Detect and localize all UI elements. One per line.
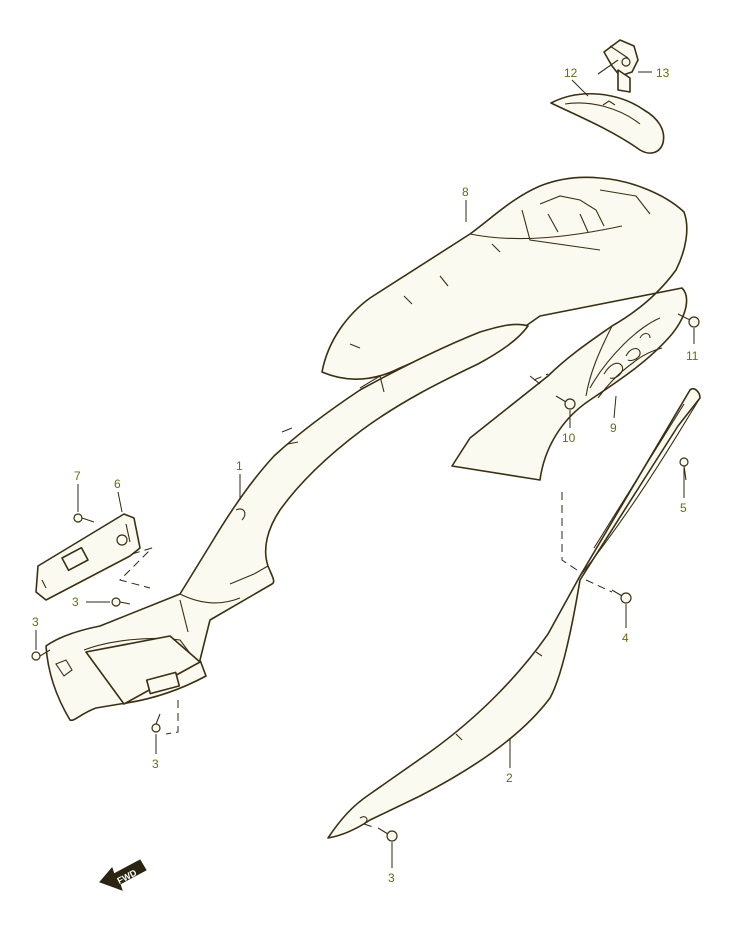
part-12-seat-pad xyxy=(550,93,665,154)
callout-3a: 3 xyxy=(72,595,79,609)
screw-3b xyxy=(31,649,51,661)
callout-2: 2 xyxy=(506,771,513,785)
screw-4 xyxy=(611,589,632,604)
callout-3b: 3 xyxy=(32,615,39,629)
forward-arrow-icon: FWD xyxy=(99,859,147,891)
screw-3a xyxy=(111,597,131,607)
callout-1: 1 xyxy=(236,459,243,473)
callout-13: 13 xyxy=(656,66,670,80)
callout-3d: 3 xyxy=(388,871,395,885)
screw-7 xyxy=(73,513,95,523)
callout-4: 4 xyxy=(622,631,629,645)
callout-10: 10 xyxy=(562,431,576,445)
callout-6: 6 xyxy=(114,477,121,491)
screw-11 xyxy=(677,313,700,328)
callout-labels: 13 12 8 11 10 9 5 4 1 7 6 3 3 3 2 3 xyxy=(32,66,699,885)
callout-5: 5 xyxy=(680,501,687,515)
callout-11: 11 xyxy=(686,349,699,363)
alignment-dashes xyxy=(119,373,613,829)
screw-3d xyxy=(377,827,398,842)
leader-lines xyxy=(35,71,695,868)
callout-3c: 3 xyxy=(152,757,159,771)
callout-12: 12 xyxy=(564,66,578,80)
callout-8: 8 xyxy=(462,185,469,199)
callout-9: 9 xyxy=(610,421,617,435)
callout-7: 7 xyxy=(74,469,81,483)
part-13-seat-lock xyxy=(597,39,639,93)
part-9-emblem xyxy=(589,317,663,399)
part-1-frame-cover xyxy=(45,323,529,722)
part-6-lamp-bracket xyxy=(35,513,141,601)
screw-3c xyxy=(151,713,161,733)
part-2-side-cover xyxy=(327,387,701,839)
screw-10 xyxy=(555,395,576,410)
